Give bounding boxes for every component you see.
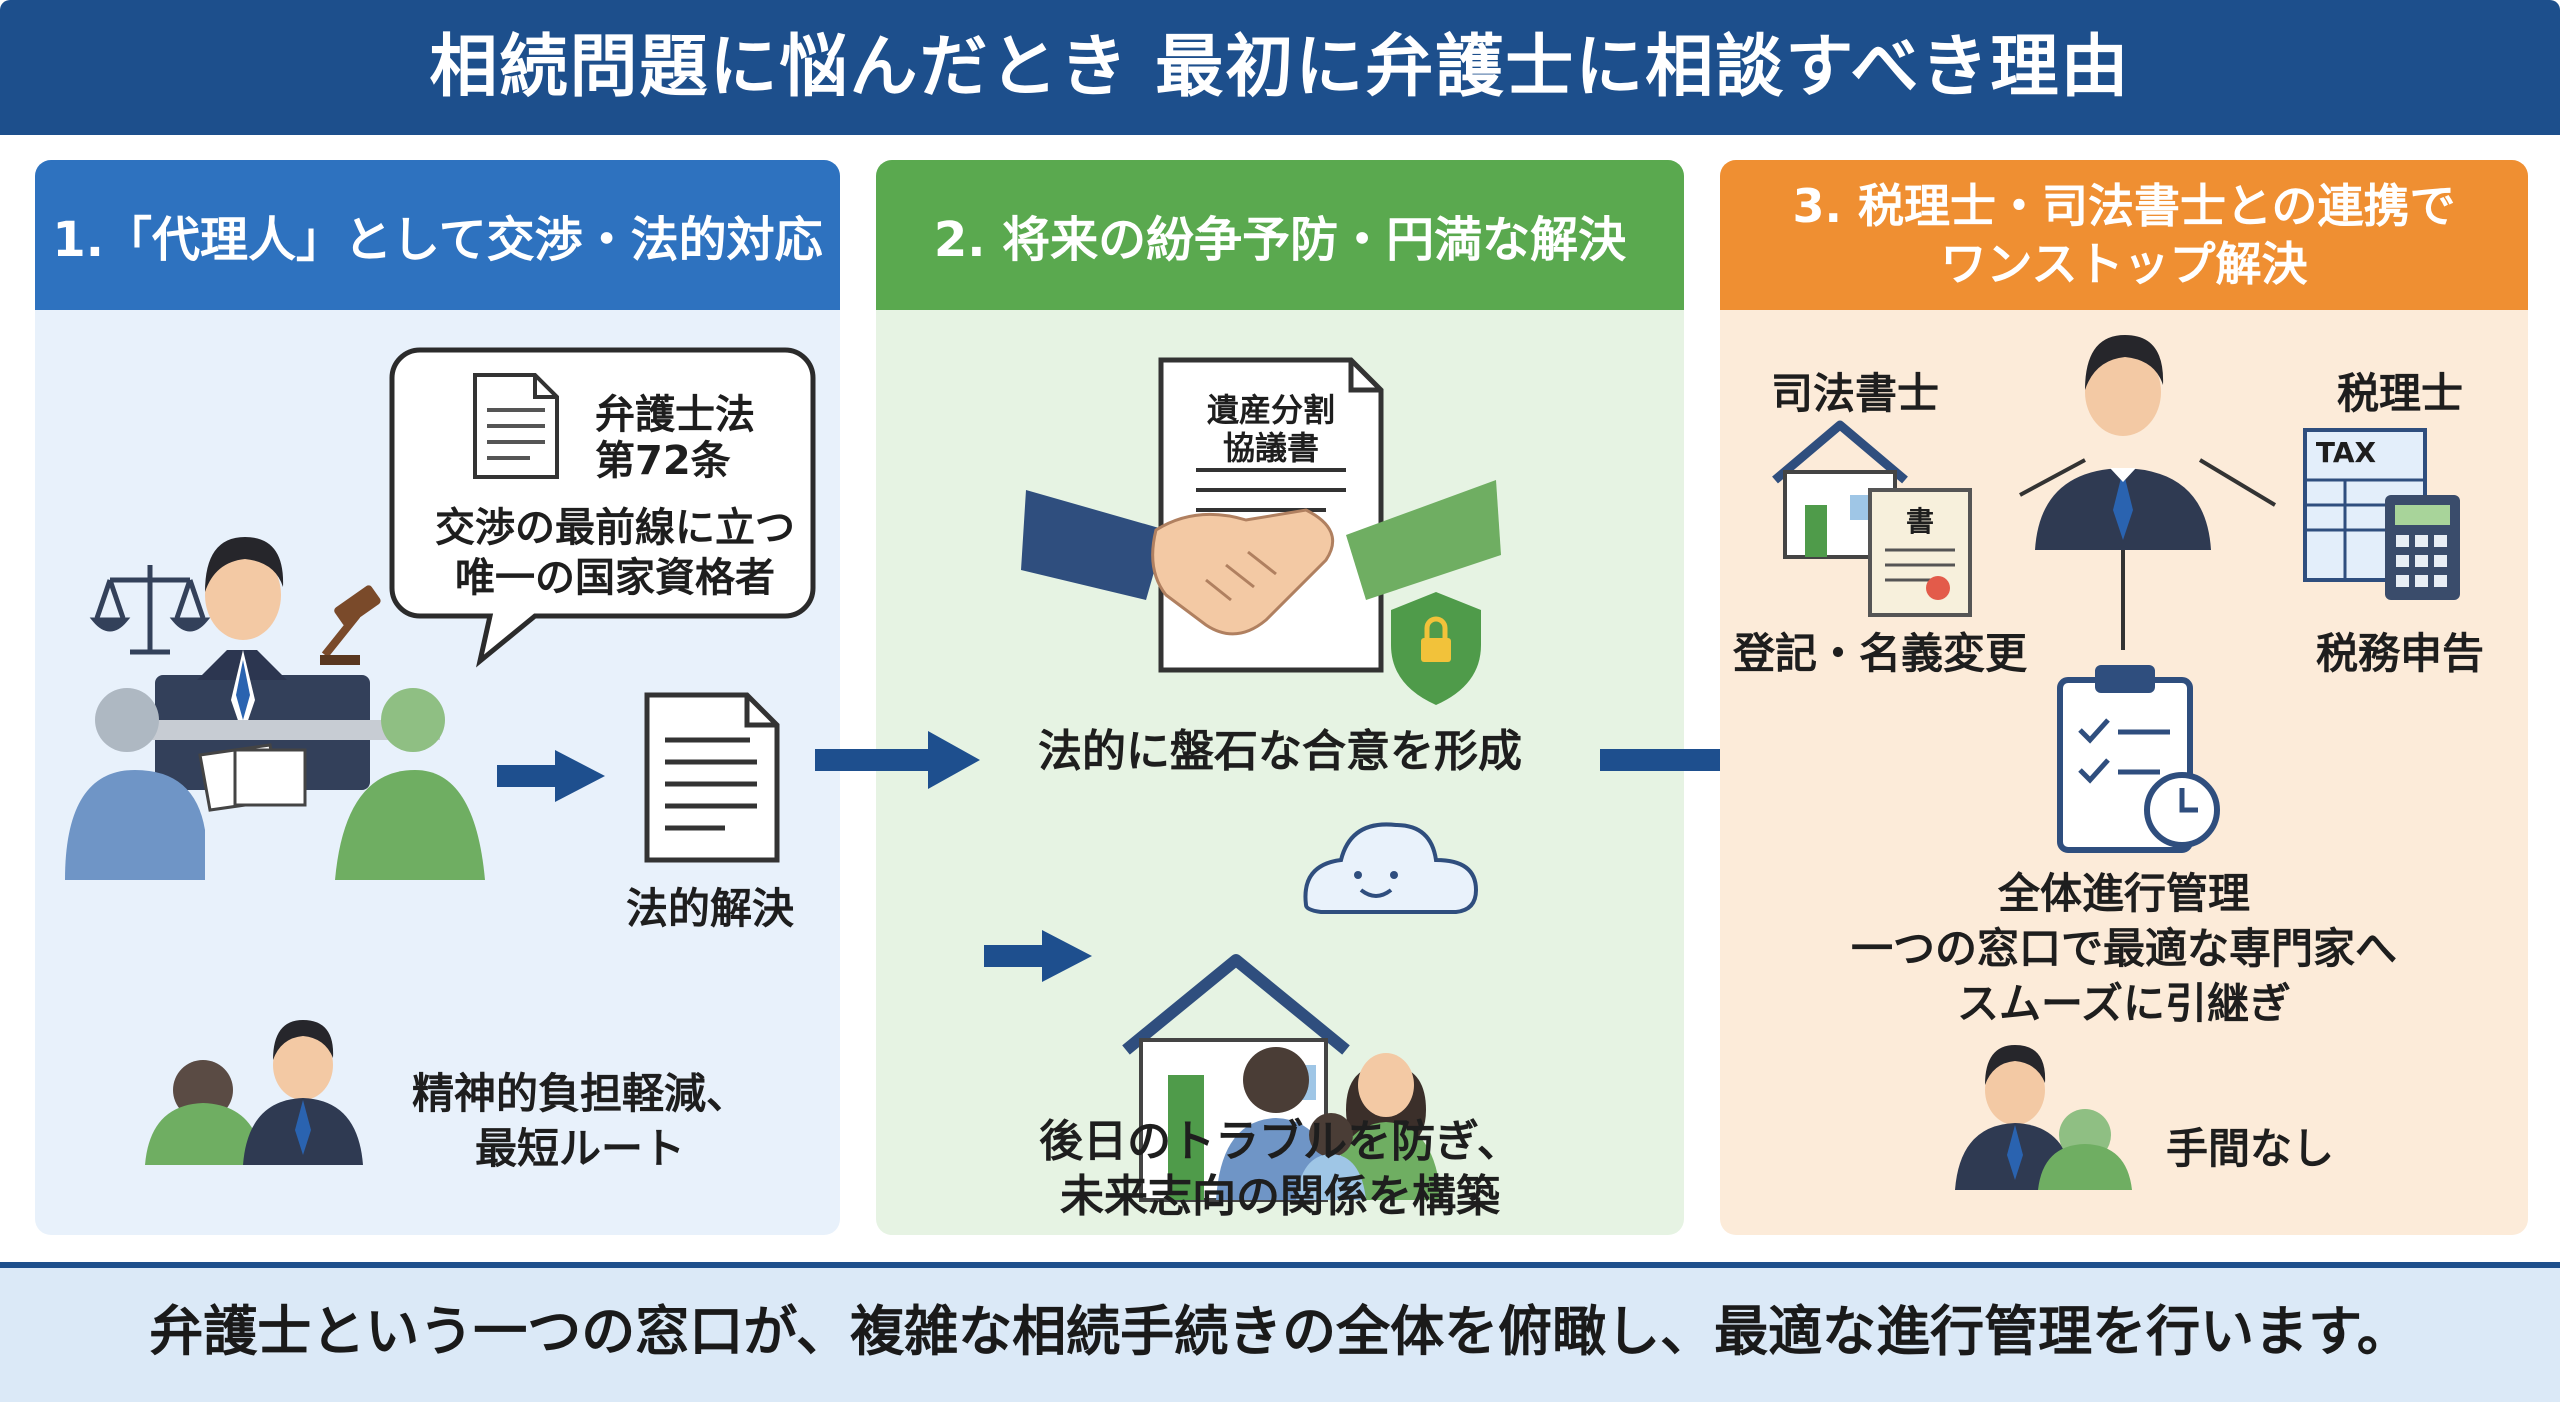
tax-mark: TAX xyxy=(2315,436,2377,469)
lawyer-icon xyxy=(2035,335,2211,550)
panel-3-illustration xyxy=(1772,335,2460,1190)
header-banner: 相続問題に悩んだとき 最初に弁護士に相談すべき理由 xyxy=(0,0,2560,135)
footer-text: 弁護士という一つの窓口が、複雑な相続手続きの全体を俯瞰し、最適な進行管理を行いま… xyxy=(149,1300,2411,1363)
papers-icon xyxy=(198,743,307,812)
document-icon xyxy=(644,692,780,863)
management-line3: スムーズに引継ぎ xyxy=(1957,979,2291,1028)
certificate-icon xyxy=(1868,488,1972,617)
panel-one-stop: 3. 税理士・司法書士との連携で ワンストップ解決 xyxy=(1720,160,2528,1235)
bubble-title-line1: 弁護士法 xyxy=(595,392,755,438)
people-pair-icon xyxy=(1955,1045,2132,1190)
bubble-text-line1: 交渉の最前線に立つ xyxy=(435,505,795,551)
bubble-text-line2: 唯一の国家資格者 xyxy=(455,555,775,601)
panel-2-heading: 2. 将来の紛争予防・円満な解決 xyxy=(876,160,1684,310)
panel-prevention: 2. 将来の紛争予防・円満な解決 xyxy=(876,160,1684,1235)
panel-2-illustration xyxy=(984,357,1501,1202)
handshake-icon xyxy=(1021,480,1501,636)
management-line1: 全体進行管理 xyxy=(1997,869,2250,918)
gavel-icon xyxy=(320,585,381,665)
law-document-icon xyxy=(473,373,559,479)
right-role-label: 税理士 xyxy=(2336,369,2463,418)
speech-bubble xyxy=(389,347,816,668)
agreement-doc-title-line1: 遺産分割 xyxy=(1206,391,1335,429)
arrow-to-result xyxy=(497,750,605,802)
page-title: 相続問題に悩んだとき 最初に弁護士に相談すべき理由 xyxy=(429,28,2131,107)
client-right-icon xyxy=(335,688,485,880)
agreement-doc-title-line2: 協議書 xyxy=(1222,429,1319,467)
desk xyxy=(110,720,440,740)
benefit-line2: 最短ルート xyxy=(474,1124,685,1173)
footer-banner: 弁護士という一つの窓口が、複雑な相続手続きの全体を俯瞰し、最適な進行管理を行いま… xyxy=(0,1262,2560,1402)
left-task-label: 登記・名義変更 xyxy=(1732,629,2027,678)
bubble-title-line2: 第72条 xyxy=(595,438,731,484)
agreement-label: 法的に盤石な合意を形成 xyxy=(1038,726,1522,777)
panel-3-heading-line1: 3. 税理士・司法書士との連携で xyxy=(1792,179,2456,233)
outcome-line2: 未来志向の関係を構築 xyxy=(1060,1171,1500,1222)
panel-representative: 1.「代理人」として交渉・法的対応 xyxy=(35,160,840,1235)
left-role-label: 司法書士 xyxy=(1770,369,1939,418)
shield-lock-icon xyxy=(1391,592,1481,705)
right-task-label: 税務申告 xyxy=(2315,629,2484,678)
people-pair-icon xyxy=(145,1020,363,1165)
panel-1-illustration xyxy=(65,347,816,1165)
result-label: 法的解決 xyxy=(625,884,794,933)
panel-3-heading: 3. 税理士・司法書士との連携で ワンストップ解決 xyxy=(1720,160,2528,310)
benefit-line1: 精神的負担軽減、 xyxy=(411,1069,748,1118)
scales-icon xyxy=(89,565,211,655)
arrow-to-family xyxy=(984,930,1092,982)
client-left-icon xyxy=(65,688,205,880)
panel-3-heading-line2: ワンストップ解決 xyxy=(1940,237,2308,291)
cloud-icon xyxy=(1303,822,1479,914)
benefit-label: 手間なし xyxy=(2165,1124,2334,1173)
management-line2: 一つの窓口で最適な専門家へ xyxy=(1850,924,2397,973)
outcome-line1: 後日のトラブルを防ぎ、 xyxy=(1039,1116,1521,1167)
clipboard-clock-icon xyxy=(2057,665,2220,853)
panel-1-heading: 1.「代理人」として交渉・法的対応 xyxy=(35,160,840,310)
family-icon xyxy=(1216,1047,1441,1200)
certificate-mark: 書 xyxy=(1905,505,1934,538)
tax-calculator-icon xyxy=(2303,428,2460,600)
